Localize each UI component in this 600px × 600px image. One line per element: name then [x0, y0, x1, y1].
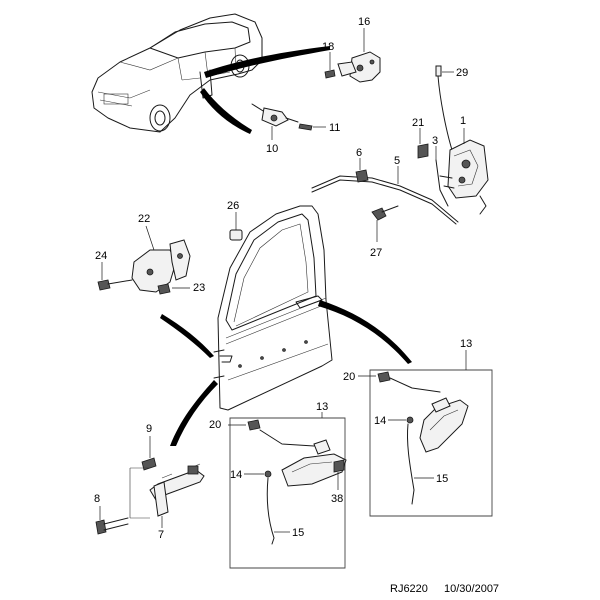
part-16-bracket	[337, 28, 381, 83]
outside-handle-left	[259, 429, 347, 487]
diagram-code: RJ6220	[390, 583, 428, 595]
part-15-rod-right	[406, 423, 434, 505]
callout-38: 38	[331, 493, 343, 505]
part-3-rod	[435, 146, 449, 207]
callout-20-left: 20	[209, 419, 221, 431]
pointer-swoosh	[318, 300, 412, 364]
car-illustration	[91, 13, 263, 133]
callout-18: 18	[322, 41, 334, 53]
handle-box-right	[369, 350, 493, 517]
part-10-lock-cylinder	[251, 103, 299, 140]
part-26-grommet	[229, 212, 243, 241]
callout-13-right: 13	[460, 338, 472, 350]
callout-9: 9	[146, 423, 152, 435]
pointer-swoosh	[160, 314, 214, 358]
callout-29: 29	[456, 67, 468, 79]
part-20-screw-left	[228, 419, 261, 431]
bracket-lines	[129, 467, 150, 519]
part-11-screw	[298, 123, 326, 131]
callout-22: 22	[138, 213, 150, 225]
callout-1: 1	[460, 115, 466, 127]
part-22-hinge	[131, 225, 191, 293]
callout-21: 21	[412, 117, 424, 129]
part-6-clip	[355, 158, 369, 183]
part-21-clip	[417, 128, 429, 159]
diagram-date: 10/30/2007	[444, 583, 499, 595]
part-18-screw	[324, 52, 336, 79]
part-9-bolt	[141, 436, 157, 471]
part-7-door-check	[149, 463, 205, 528]
part-29-rod	[435, 65, 454, 151]
callout-24: 24	[95, 250, 107, 262]
callout-13-left: 13	[316, 401, 328, 413]
callout-7: 7	[158, 529, 164, 541]
pointer-swoosh	[200, 88, 252, 134]
callout-15-left: 15	[292, 527, 304, 539]
callout-15-right: 15	[436, 473, 448, 485]
part-1-latch	[439, 128, 489, 215]
callout-14-left: 14	[230, 469, 242, 481]
callout-11: 11	[329, 122, 340, 134]
callout-27: 27	[370, 247, 382, 259]
callout-20-right: 20	[343, 371, 355, 383]
callout-26: 26	[227, 200, 239, 212]
front-door	[213, 205, 333, 411]
part-38-cap	[333, 459, 345, 490]
part-23-bolt	[157, 283, 190, 295]
outside-handle-right	[419, 397, 469, 453]
pointer-swoosh	[170, 380, 218, 446]
part-20-screw-right	[358, 371, 441, 393]
part-14-clip-right	[388, 416, 414, 424]
part-24-bolt	[97, 262, 133, 291]
callout-16: 16	[358, 16, 370, 28]
part-27-bolt	[371, 205, 399, 242]
pointer-swoosh	[204, 46, 330, 78]
callout-10: 10	[266, 143, 278, 155]
callout-5: 5	[394, 155, 400, 167]
part-14-clip-left	[244, 470, 272, 478]
part-8-bolt	[95, 506, 129, 535]
callout-8: 8	[94, 493, 100, 505]
handle-box-left	[229, 412, 346, 569]
callout-14-right: 14	[374, 415, 386, 427]
callout-3: 3	[432, 135, 438, 147]
part-5-rod	[311, 166, 459, 225]
part-15-rod-left	[266, 477, 290, 545]
callout-23: 23	[193, 282, 205, 294]
callout-6: 6	[356, 147, 362, 159]
